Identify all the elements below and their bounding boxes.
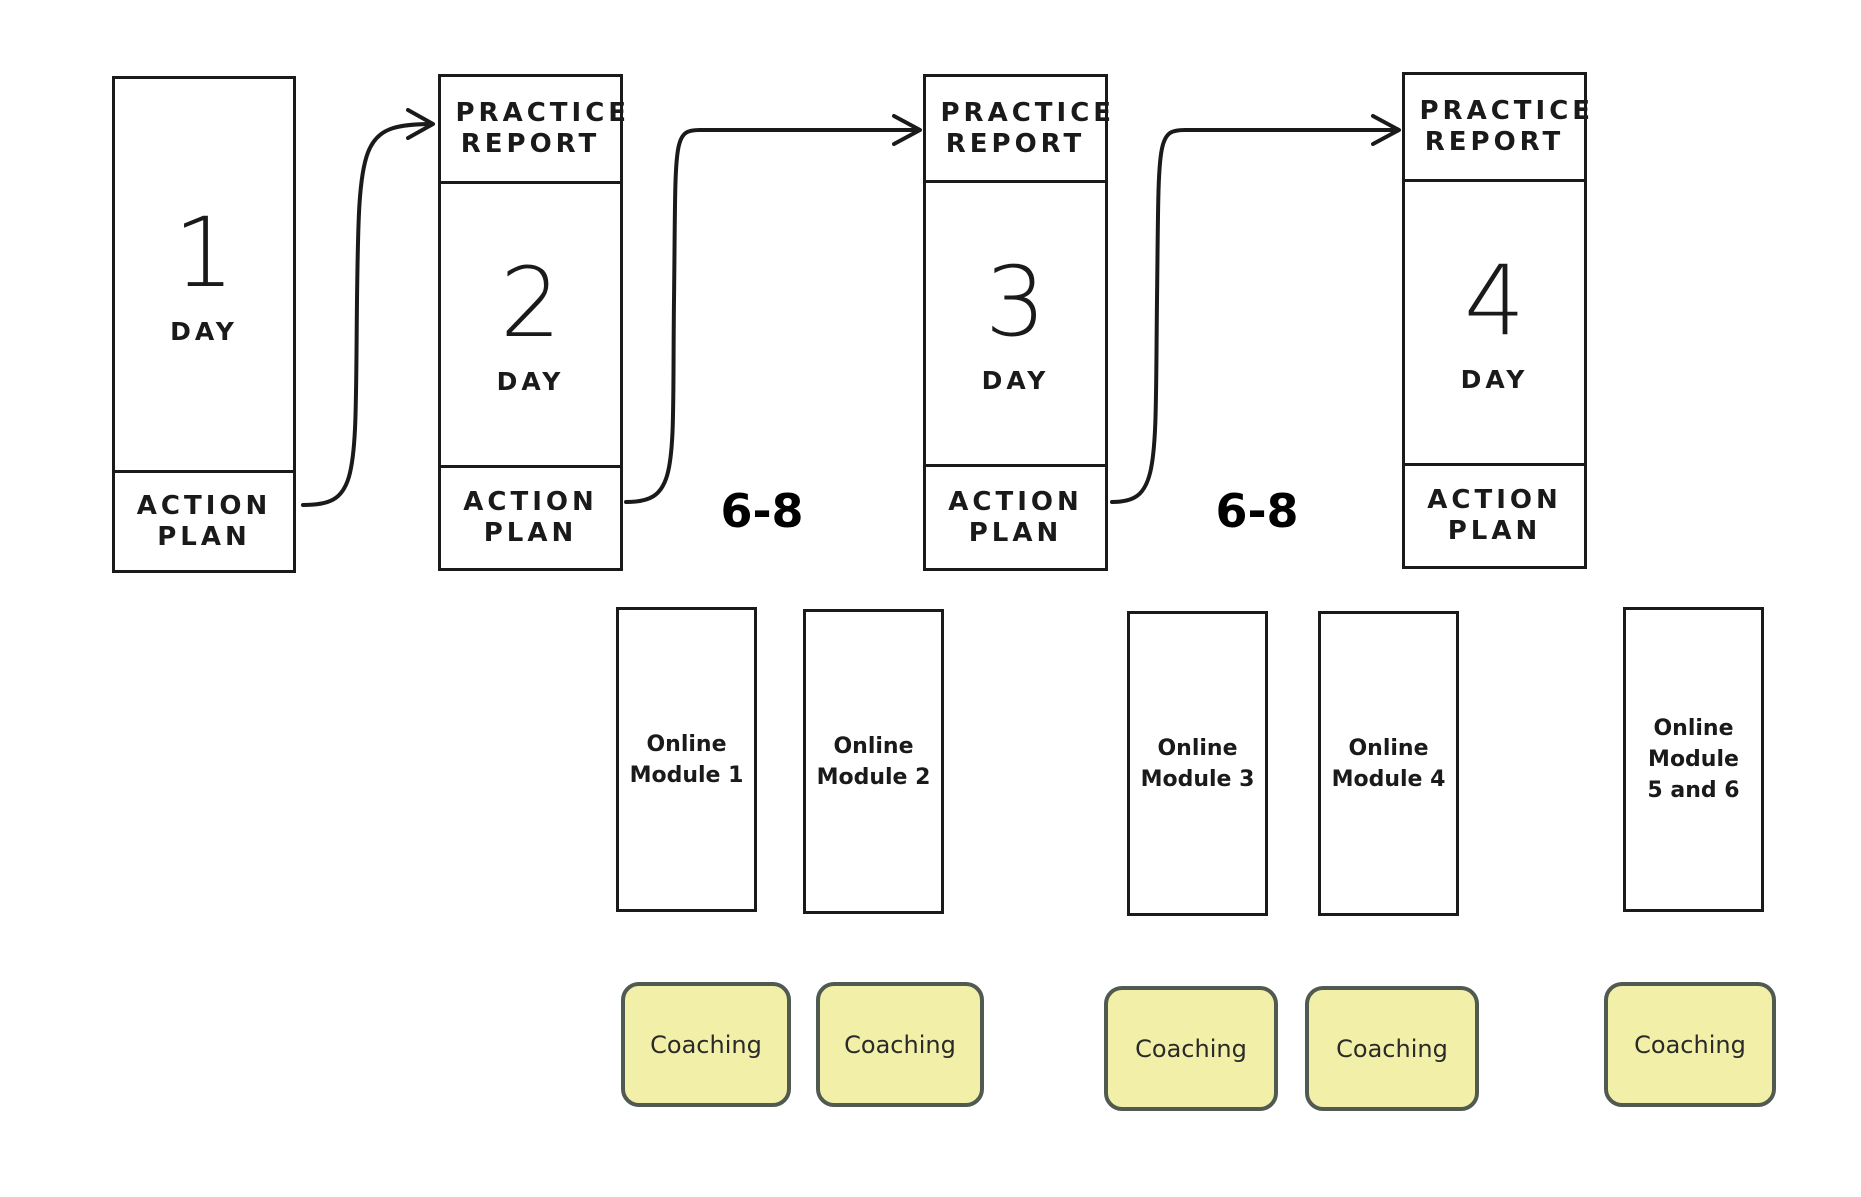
online-module-4: Online Module 4	[1318, 611, 1459, 916]
day-3-practice-report-label: PRACTICE REPORT	[940, 97, 1116, 159]
day-1-action-plan: ACTION PLAN	[115, 470, 293, 570]
day-2-practice-report-label: PRACTICE REPORT	[455, 98, 631, 159]
day-2-number: 2	[499, 247, 562, 359]
day-column-3: PRACTICE REPORT 3 DAY ACTION PLAN	[923, 74, 1116, 571]
day-3-action-plan: ACTION PLAN	[926, 464, 1105, 568]
day-2-action-plan: ACTION PLAN	[441, 465, 620, 568]
day-3-label: DAY	[981, 366, 1050, 395]
day-4-number: 4	[1463, 245, 1526, 357]
day-4-action-plan-label: ACTION PLAN	[1427, 485, 1562, 546]
day-3-body: 3 DAY	[926, 183, 1105, 464]
day-column-1: 1 DAY ACTION PLAN	[112, 76, 296, 573]
day-2-practice-report: PRACTICE REPORT	[441, 77, 631, 184]
arrow-day1-to-day2	[301, 122, 432, 507]
online-module-5-and-6: Online Module 5 and 6	[1623, 607, 1764, 912]
gap-label-2: 6-8	[1215, 484, 1299, 538]
day-2-action-plan-label: ACTION PLAN	[463, 487, 598, 548]
online-module-3: Online Module 3	[1127, 611, 1268, 916]
coaching-box-4: Coaching	[1305, 986, 1479, 1111]
day-3-action-plan-label: ACTION PLAN	[948, 486, 1083, 548]
coaching-box-1: Coaching	[621, 982, 791, 1107]
day-1-label: DAY	[170, 317, 238, 346]
day-4-practice-report-label: PRACTICE REPORT	[1419, 96, 1595, 157]
day-column-2: PRACTICE REPORT 2 DAY ACTION PLAN	[438, 74, 631, 571]
gap-label-1: 6-8	[720, 484, 804, 538]
day-2-body: 2 DAY	[441, 184, 620, 465]
day-3-number: 3	[984, 246, 1047, 358]
day-4-practice-report: PRACTICE REPORT	[1405, 75, 1595, 182]
day-1-number: 1	[173, 197, 235, 309]
day-1-body: 1 DAY	[115, 79, 293, 470]
day-3-practice-report: PRACTICE REPORT	[926, 77, 1116, 183]
arrow-day2-to-day3	[624, 128, 920, 504]
online-module-2: Online Module 2	[803, 609, 944, 914]
arrow-day3-to-day4	[1110, 128, 1399, 504]
day-1-action-plan-label: ACTION PLAN	[136, 490, 272, 552]
coaching-box-2: Coaching	[816, 982, 984, 1107]
online-module-1: Online Module 1	[616, 607, 757, 912]
arrowhead-day4	[1371, 114, 1401, 146]
coaching-box-3: Coaching	[1104, 986, 1278, 1111]
day-2-label: DAY	[496, 367, 565, 396]
arrowhead-day2	[406, 108, 435, 140]
arrowhead-day3	[892, 114, 922, 146]
day-4-action-plan: ACTION PLAN	[1405, 463, 1584, 566]
day-4-body: 4 DAY	[1405, 182, 1584, 463]
coaching-box-5: Coaching	[1604, 982, 1776, 1107]
day-column-4: PRACTICE REPORT 4 DAY ACTION PLAN	[1402, 72, 1595, 569]
day-4-label: DAY	[1460, 365, 1529, 394]
